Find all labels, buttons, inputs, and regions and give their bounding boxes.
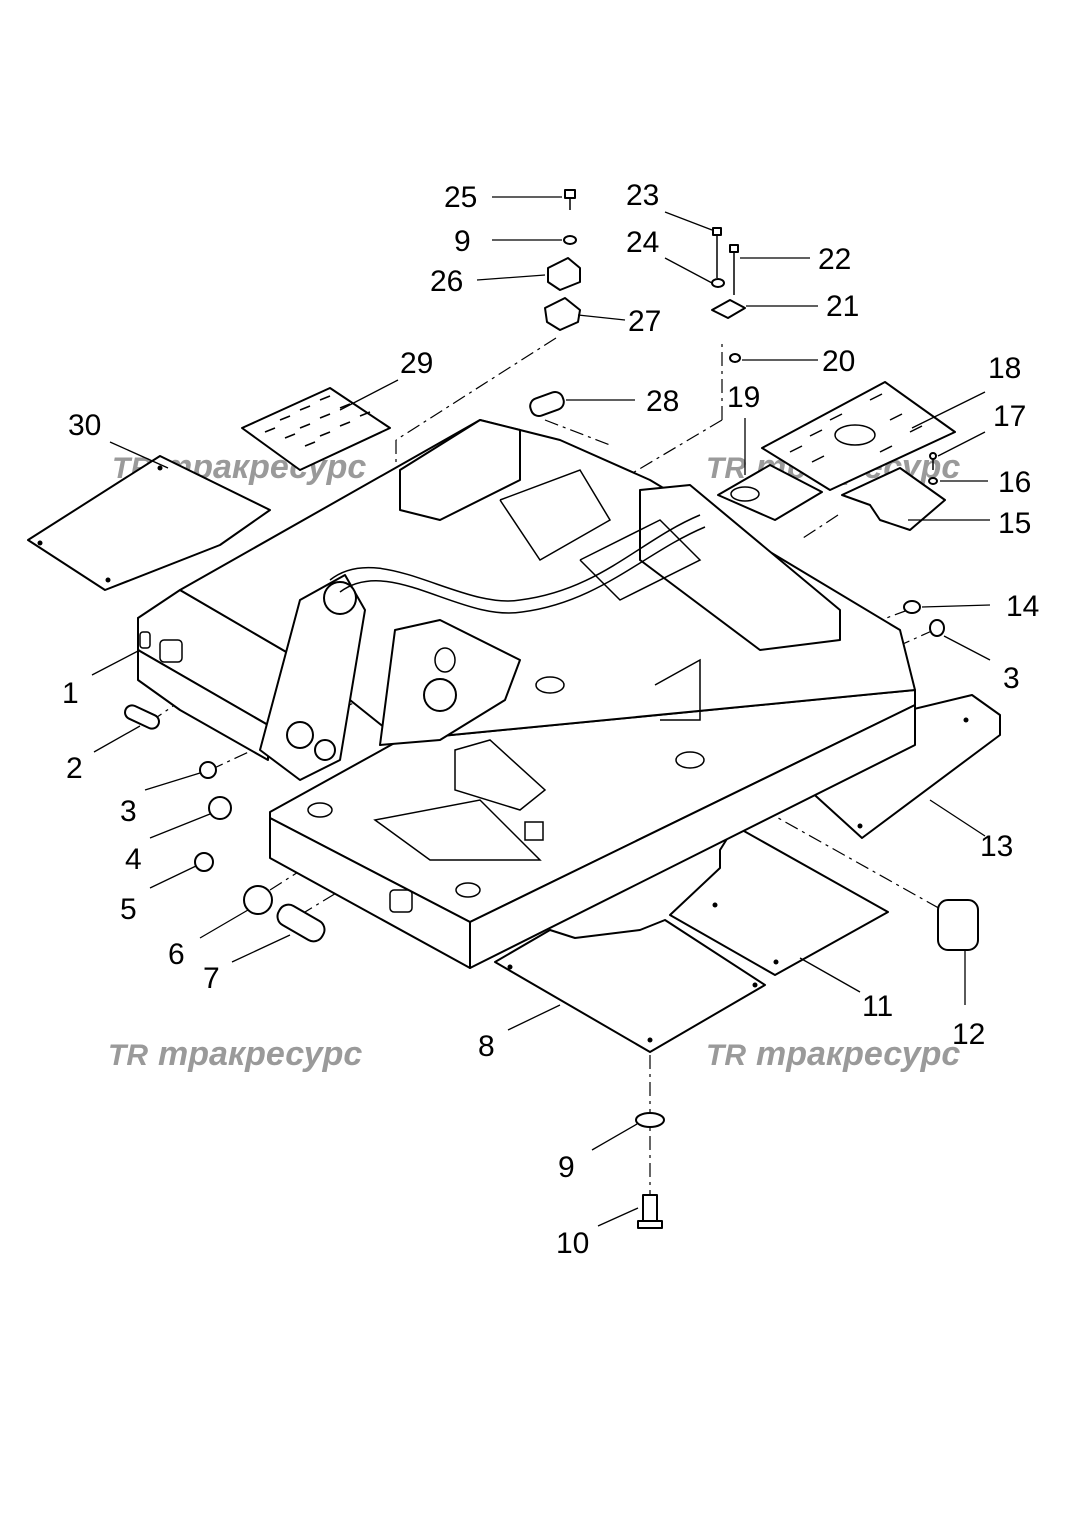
bolt-10 xyxy=(637,1194,663,1229)
callout-9: 9 xyxy=(454,225,471,258)
callout-labels: 25 9 26 27 23 24 22 21 20 29 28 19 18 17… xyxy=(62,179,1039,1260)
bolt-22 xyxy=(729,244,739,295)
callout-4: 4 xyxy=(125,843,142,876)
callout-15: 15 xyxy=(998,507,1031,540)
seal-2 xyxy=(124,704,160,730)
bolt-17 xyxy=(929,452,937,470)
watermark-logo: TR xyxy=(108,1039,148,1072)
callout-20: 20 xyxy=(822,345,855,378)
cover-plate-19 xyxy=(717,464,823,521)
watermark-bottom-right: TR тракресурс xyxy=(706,1035,960,1073)
callout-21: 21 xyxy=(826,290,859,323)
ring-5 xyxy=(194,852,214,872)
callout-19: 19 xyxy=(727,381,760,414)
callout-28: 28 xyxy=(646,385,679,418)
callout-7: 7 xyxy=(203,962,220,995)
cover-plate-30 xyxy=(27,455,271,591)
bolt-25 xyxy=(564,189,576,210)
callout-10: 10 xyxy=(556,1227,589,1260)
callout-30: 30 xyxy=(68,409,101,442)
seal-12 xyxy=(937,899,979,951)
leader-lines xyxy=(91,196,991,1227)
washer-9-bottom xyxy=(635,1112,665,1128)
ring-3-right xyxy=(929,619,945,637)
bolt-23 xyxy=(712,227,722,278)
bracket-21 xyxy=(711,299,746,319)
washer-16 xyxy=(928,477,938,485)
callout-17: 17 xyxy=(993,400,1026,433)
watermark-bottom-left: TR тракресурс xyxy=(108,1035,362,1073)
callout-3-right: 3 xyxy=(1003,662,1020,695)
callout-24: 24 xyxy=(626,226,659,259)
watermark-logo: TR xyxy=(706,452,746,485)
grille-plate-29 xyxy=(241,387,391,471)
callout-22: 22 xyxy=(818,243,851,276)
washer-24 xyxy=(711,278,725,288)
ring-4 xyxy=(208,796,232,820)
callout-9-bottom: 9 xyxy=(558,1151,575,1184)
callout-14: 14 xyxy=(1006,590,1039,623)
seal-28 xyxy=(529,390,565,418)
callout-23: 23 xyxy=(626,179,659,212)
callout-6: 6 xyxy=(168,938,185,971)
ring-3-left xyxy=(199,761,217,779)
callout-26: 26 xyxy=(430,265,463,298)
callout-2: 2 xyxy=(66,752,83,785)
callout-18: 18 xyxy=(988,352,1021,385)
watermark-logo: TR xyxy=(706,1039,746,1072)
callout-11: 11 xyxy=(862,990,893,1023)
ring-6 xyxy=(243,885,273,915)
callout-16: 16 xyxy=(998,466,1031,499)
ring-14 xyxy=(903,600,921,614)
plate-26 xyxy=(547,257,581,291)
grille-plate-18 xyxy=(761,381,956,491)
callout-25: 25 xyxy=(444,181,477,214)
cover-plate-15 xyxy=(841,467,946,531)
callout-27: 27 xyxy=(628,305,661,338)
callout-1: 1 xyxy=(62,677,79,710)
cover-plate-8 xyxy=(494,919,766,1053)
callout-3-left: 3 xyxy=(120,795,137,828)
watermark-text: тракресурс xyxy=(158,1035,362,1073)
watermark-text: тракресурс xyxy=(756,1035,960,1073)
callout-13: 13 xyxy=(980,830,1013,863)
callout-5: 5 xyxy=(120,893,137,926)
main-frame-1 xyxy=(137,419,916,969)
plate-27 xyxy=(544,297,581,331)
seal-7 xyxy=(276,903,326,943)
callout-29: 29 xyxy=(400,347,433,380)
nut-20 xyxy=(729,353,741,363)
callout-8: 8 xyxy=(478,1030,495,1063)
callout-12: 12 xyxy=(952,1018,985,1051)
washer-9-top xyxy=(563,235,577,245)
